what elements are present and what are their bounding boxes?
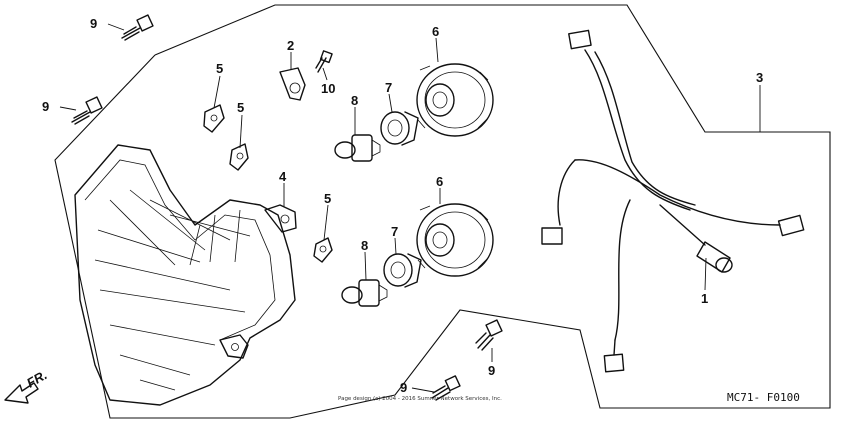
copyright-notice: Page design (c) 2004 - 2016 Sumner Netwo… [338,396,502,402]
adjuster-5-a [203,104,225,133]
callout-3: 3 [756,70,763,85]
callout-7-lower: 7 [391,224,398,239]
bulb-8-upper [334,134,381,162]
callout-9-left: 9 [42,99,49,114]
socket-7-upper [380,111,419,146]
callout-8-lower: 8 [361,238,368,253]
drawing-code: MC71- F0100 [727,391,800,404]
dust-cover-6-lower [416,203,494,277]
bolt-9-bottom-right [475,319,503,351]
callout-9-bottom: 9 [400,380,407,395]
adjuster-5-c [313,237,333,263]
callout-5-c: 5 [324,191,331,206]
callout-6-lower: 6 [436,174,443,189]
callout-10: 10 [321,81,335,96]
callout-1: 1 [701,291,708,306]
callout-7-upper: 7 [385,80,392,95]
callout-8-upper: 8 [351,93,358,108]
front-arrow-icon [4,382,39,404]
bolt-9-left [71,96,103,125]
adjuster-5-b [229,143,249,171]
headlight-housing [74,144,297,406]
screw-10 [315,50,333,73]
front-direction-marker: FR. [4,367,50,404]
callout-5-b: 5 [237,100,244,115]
callout-4: 4 [279,169,287,184]
bulb-8-lower [341,279,388,307]
callout-6-upper: 6 [432,24,439,39]
callout-5-a: 5 [216,61,223,76]
wire-harness [541,29,805,373]
dust-cover-6-upper [416,63,494,137]
clip-2 [279,67,306,101]
socket-7-lower [383,253,422,288]
callout-2: 2 [287,38,294,53]
bolt-9-top [121,14,154,41]
bolt-9-bottom [431,375,461,401]
leader-lines [59,23,761,393]
callout-9-bottom-right: 9 [488,363,495,378]
callout-9-top: 9 [90,16,97,31]
assembly-frame [54,4,831,419]
